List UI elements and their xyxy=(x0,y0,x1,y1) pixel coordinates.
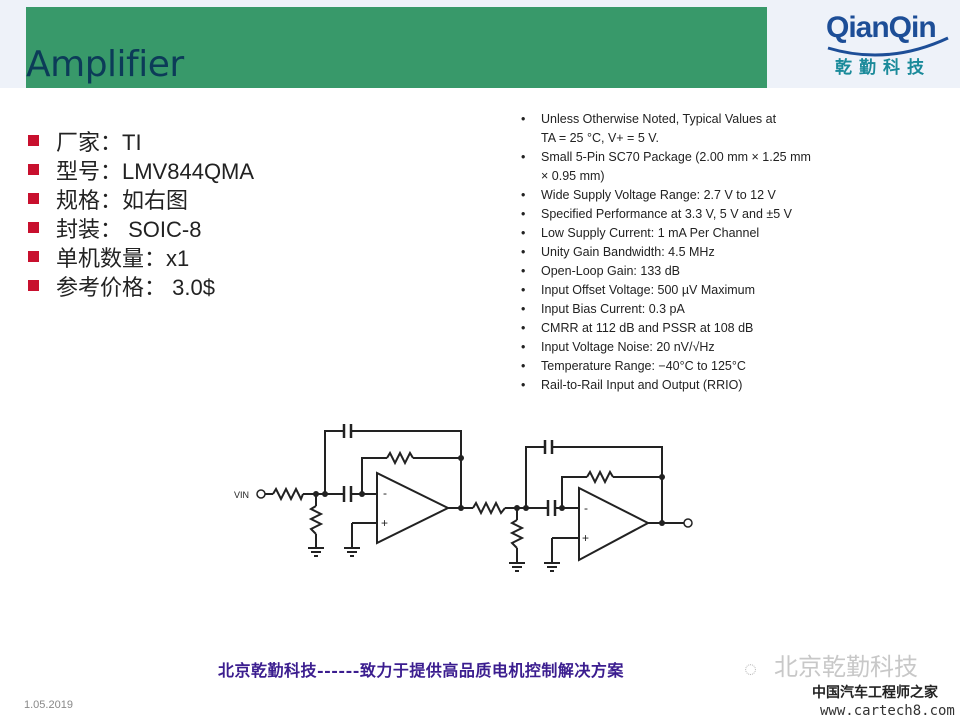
qianqin-logo: QianQin 乾勤科技 xyxy=(818,8,953,86)
circuit-wires xyxy=(265,430,684,563)
opamp-1 xyxy=(376,471,451,545)
capacitors xyxy=(342,424,557,516)
junction-dots xyxy=(313,455,665,526)
spec-item: • Open-Loop Gain: 133 dB xyxy=(518,262,811,281)
spec-item: • Specified Performance at 3.3 V, 5 V and… xyxy=(518,205,811,224)
info-text: 单机数量：x1 xyxy=(56,245,190,271)
bullet-dot-icon: • xyxy=(521,283,526,297)
bullet-dot-icon: • xyxy=(521,378,526,392)
logo-text: QianQin xyxy=(826,11,937,44)
spec-text: Temperature Range: −40°C to 125°C xyxy=(541,359,746,373)
bullet-dot-icon: • xyxy=(521,207,526,221)
wechat-icon: ◌ xyxy=(744,656,758,681)
bullet-dot-icon: • xyxy=(521,112,526,126)
opamp1-minus: - xyxy=(383,486,387,500)
bullet-square-icon xyxy=(28,135,39,146)
spec-item: × 0.95 mm) xyxy=(518,167,811,186)
bullet-dot-icon: • xyxy=(521,302,526,316)
spec-item: • Input Bias Current: 0.3 pA xyxy=(518,300,811,319)
spec-item: • Rail-to-Rail Input and Output (RRIO) xyxy=(518,376,811,395)
logo-chinese: 乾勤科技 xyxy=(835,58,931,77)
spec-text: Input Voltage Noise: 20 nV/√Hz xyxy=(541,340,715,354)
bullet-dot-icon: • xyxy=(521,188,526,202)
spec-text: Input Offset Voltage: 500 µV Maximum xyxy=(541,283,756,297)
product-info-list: 厂家：TI 型号：LMV844QMA 规格：如右图封装： SOIC-8 单机数量：x1… xyxy=(28,126,254,300)
spec-text: Wide Supply Voltage Range: 2.7 V to 12 V xyxy=(541,188,776,202)
spec-item: • Input Offset Voltage: 500 µV Maximum xyxy=(518,281,811,300)
spec-text: CMRR at 112 dB and PSSR at 108 dB xyxy=(541,321,754,335)
bullet-dot-icon: • xyxy=(521,321,526,335)
resistors xyxy=(272,450,614,549)
spec-item: • Unity Gain Bandwidth: 4.5 MHz xyxy=(518,243,811,262)
spec-text: × 0.95 mm) xyxy=(541,169,605,183)
info-item: 型号：LMV844QMA xyxy=(28,155,254,184)
bullet-dot-icon: • xyxy=(521,340,526,354)
spec-text: Low Supply Current: 1 mA Per Channel xyxy=(541,226,760,240)
spec-text: Unless Otherwise Noted, Typical Values a… xyxy=(541,112,777,126)
bullet-square-icon xyxy=(28,193,39,204)
site-url[interactable]: www.cartech8.com xyxy=(820,703,955,719)
spec-list: • Unless Otherwise Noted, Typical Values … xyxy=(518,110,811,395)
bullet-square-icon xyxy=(28,222,39,233)
info-item: 规格：如右图 xyxy=(28,184,254,213)
info-text: 规格：如右图 xyxy=(56,187,189,213)
bullet-dot-icon: • xyxy=(521,226,526,240)
opamps xyxy=(376,471,651,562)
grounds xyxy=(308,547,560,572)
spec-item: • Temperature Range: −40°C to 125°C xyxy=(518,357,811,376)
opamp2-plus: + xyxy=(582,531,589,545)
info-text: 型号：LMV844QMA xyxy=(56,158,255,184)
info-item: 参考价格： 3.0$ xyxy=(28,271,254,300)
opamp2-minus: - xyxy=(584,501,588,515)
input-terminal xyxy=(256,489,266,499)
header-bar xyxy=(26,7,767,88)
slide-title: Amplifier xyxy=(26,44,184,85)
spec-text: Specified Performance at 3.3 V, 5 V and … xyxy=(541,207,792,221)
spec-text: TA = 25 °C, V+ = 5 V. xyxy=(541,131,659,145)
bullet-dot-icon: • xyxy=(521,150,526,164)
spec-item: • Small 5-Pin SC70 Package (2.00 mm × 1.2… xyxy=(518,148,811,167)
info-item: 单机数量：x1 xyxy=(28,242,254,271)
slide-date: 1.05.2019 xyxy=(24,699,73,711)
info-item: 封装： SOIC-8 xyxy=(28,213,254,242)
spec-text: Open-Loop Gain: 133 dB xyxy=(541,264,680,278)
bullet-square-icon xyxy=(28,251,39,262)
info-text: 参考价格： 3.0$ xyxy=(56,274,215,300)
bullet-dot-icon: • xyxy=(521,359,526,373)
spec-item: • CMRR at 112 dB and PSSR at 108 dB xyxy=(518,319,811,338)
output-terminal xyxy=(683,518,693,528)
info-text: 封装： SOIC-8 xyxy=(56,216,202,242)
spec-item: • Wide Supply Voltage Range: 2.7 V to 12 … xyxy=(518,186,811,205)
spec-text: Input Bias Current: 0.3 pA xyxy=(541,302,685,316)
site-name: 中国汽车工程师之家 xyxy=(812,685,938,701)
bullet-square-icon xyxy=(28,280,39,291)
bullet-dot-icon: • xyxy=(521,245,526,259)
spec-text: Unity Gain Bandwidth: 4.5 MHz xyxy=(541,245,715,259)
footer-slogan: 北京乾勤科技------致力于提供高品质电机控制解决方案 xyxy=(218,661,624,680)
info-text: 厂家：TI xyxy=(56,129,142,155)
spec-item: • Unless Otherwise Noted, Typical Values … xyxy=(518,110,811,129)
watermark: 北京乾勤科技 xyxy=(774,654,918,681)
spec-item: TA = 25 °C, V+ = 5 V. xyxy=(518,129,811,148)
info-item: 厂家：TI xyxy=(28,126,254,155)
vin-label: VIN xyxy=(234,490,249,500)
opamp-2 xyxy=(578,486,651,562)
bullet-square-icon xyxy=(28,164,39,175)
spec-item: • Input Voltage Noise: 20 nV/√Hz xyxy=(518,338,811,357)
logo-swoosh-icon xyxy=(827,36,949,57)
spec-item: • Low Supply Current: 1 mA Per Channel xyxy=(518,224,811,243)
spec-text: Rail-to-Rail Input and Output (RRIO) xyxy=(541,378,743,392)
spec-text: Small 5-Pin SC70 Package (2.00 mm × 1.25… xyxy=(541,150,811,164)
opamp1-plus: + xyxy=(381,516,388,530)
bullet-dot-icon: • xyxy=(521,264,526,278)
